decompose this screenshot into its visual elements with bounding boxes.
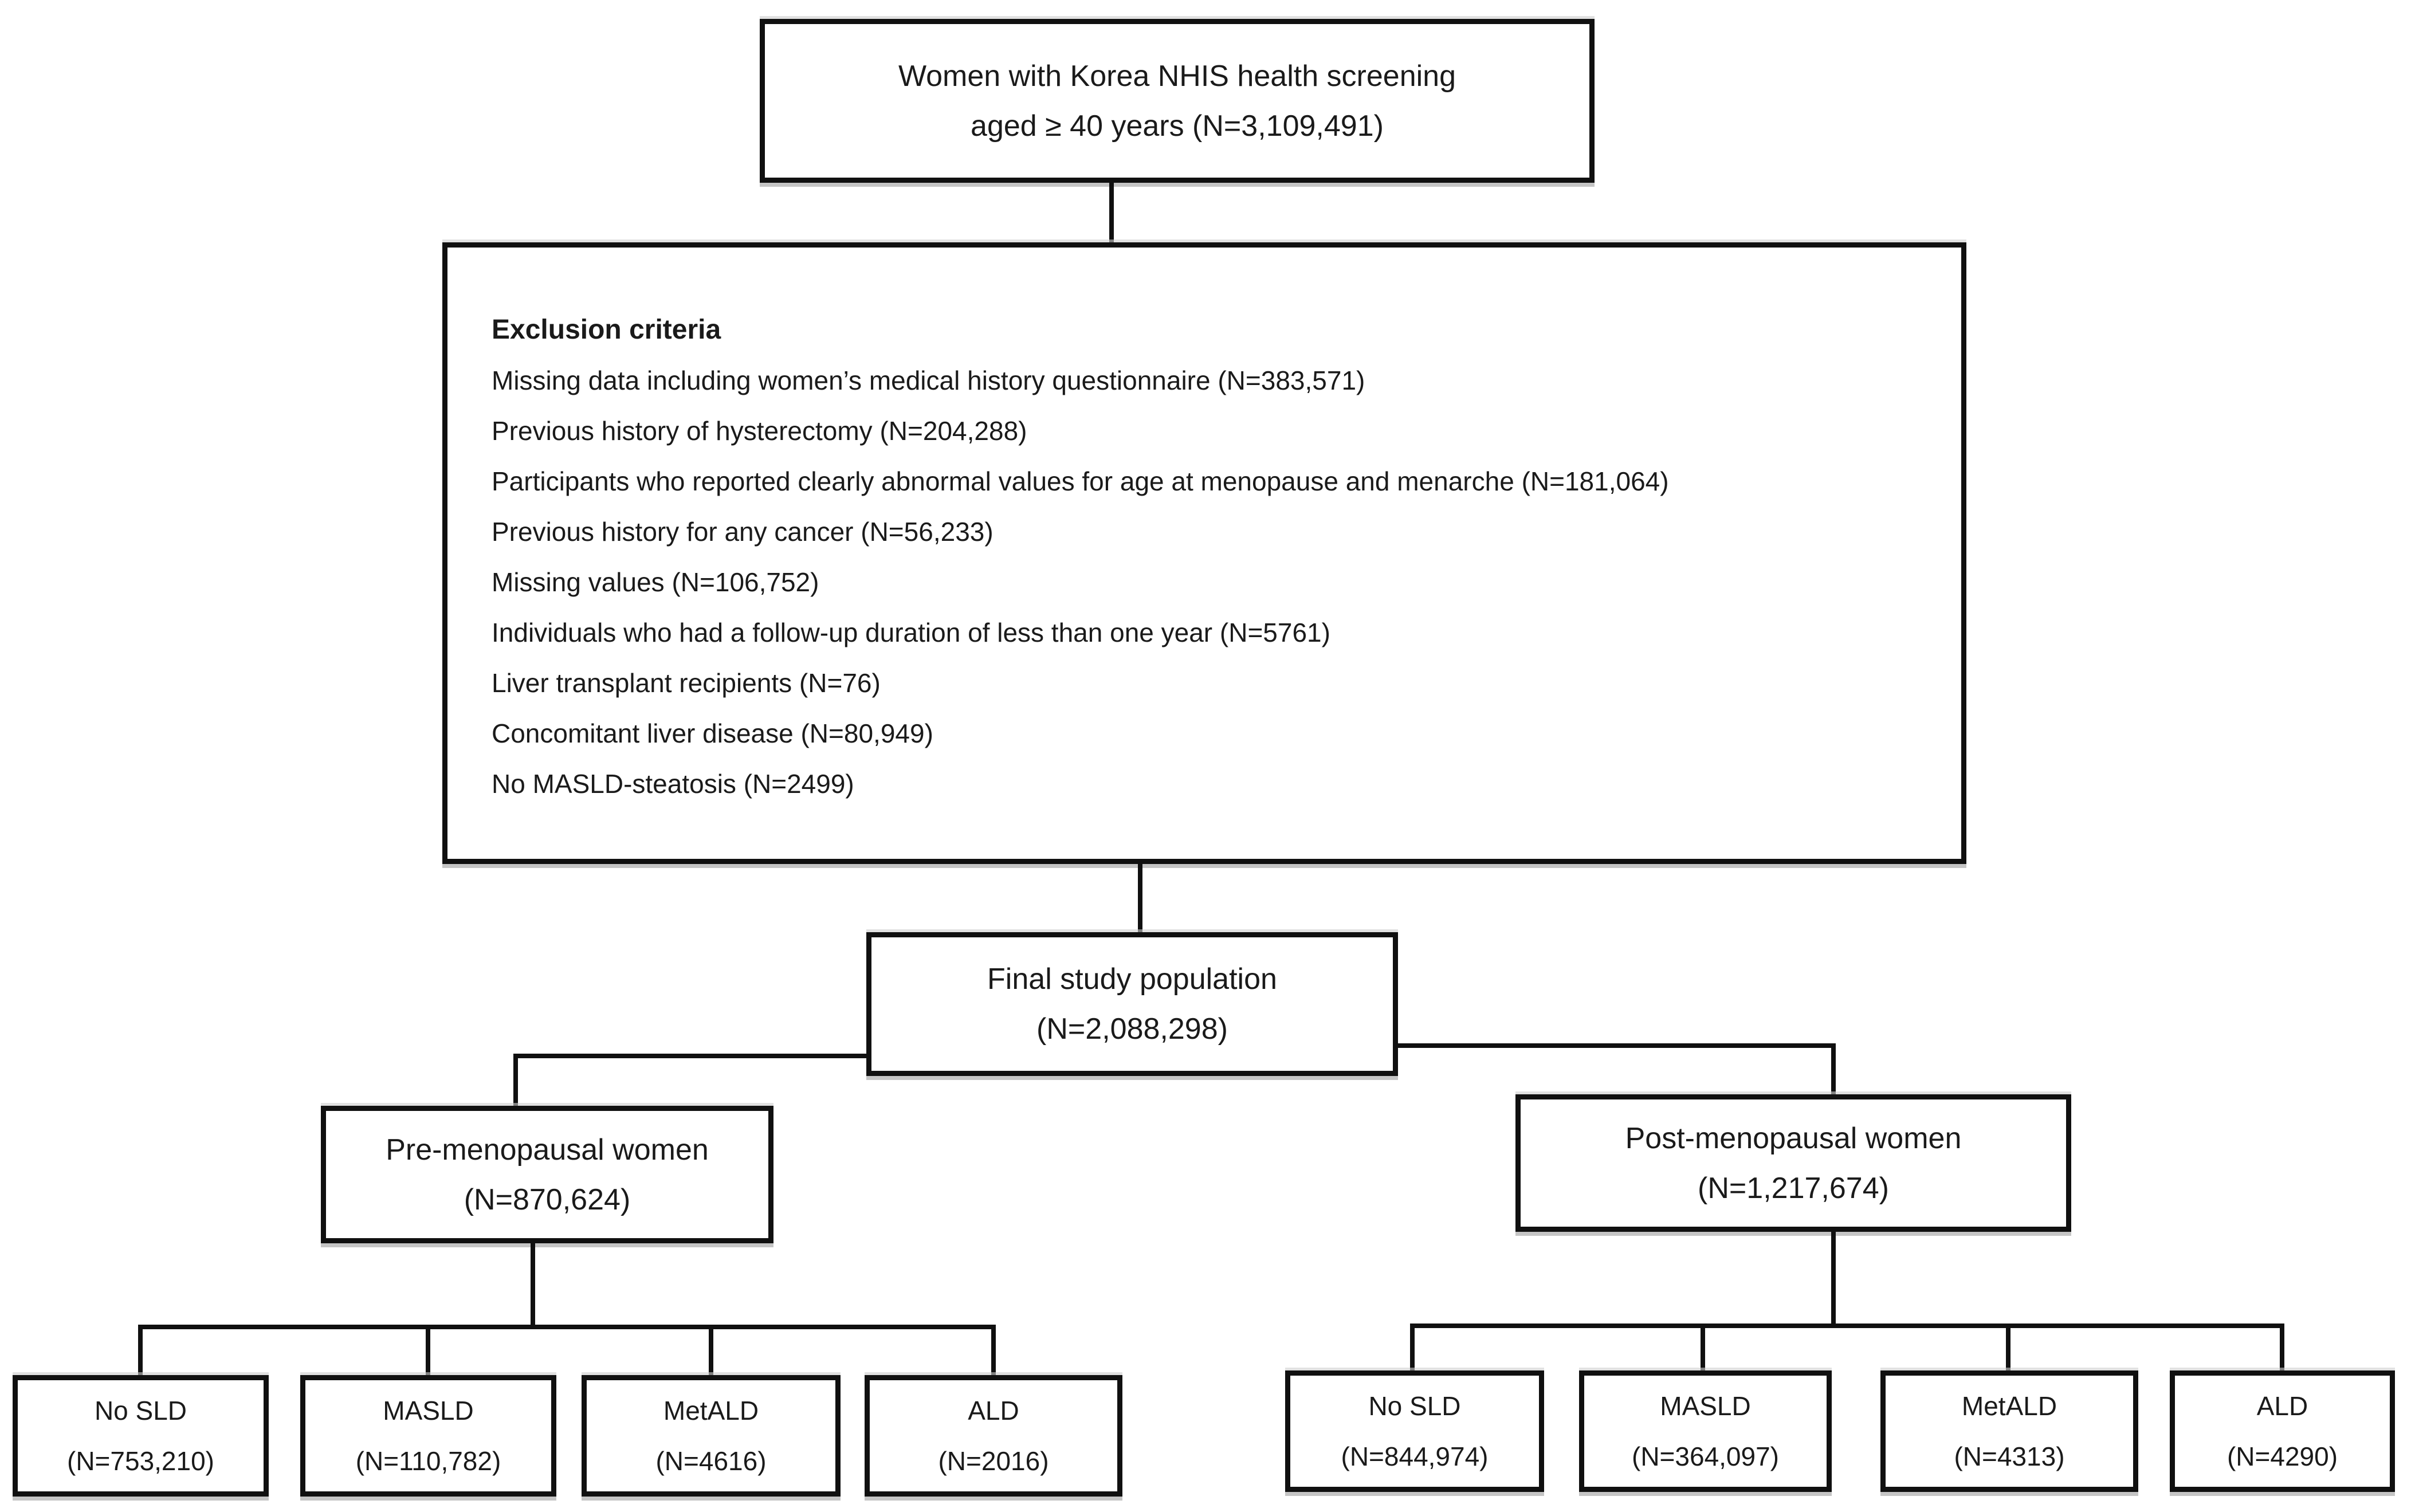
- connector-rail-to-post-masld: [1701, 1324, 1705, 1373]
- node-post-metald: MetALD (N=4313): [1880, 1370, 2138, 1492]
- node-post-no-sld: No SLD (N=844,974): [1285, 1370, 1544, 1492]
- node-pre-ald: ALD (N=2016): [865, 1375, 1122, 1497]
- source-population-line1: Women with Korea NHIS health screening: [898, 59, 1456, 93]
- node-pre-no-sld: No SLD (N=753,210): [13, 1375, 269, 1497]
- post-menopausal-line1: Post-menopausal women: [1625, 1121, 1962, 1155]
- post-ald-n: (N=4290): [2226, 1442, 2338, 1471]
- post-no-sld-label: No SLD: [1368, 1391, 1461, 1421]
- connector-final-to-pre-vertical: [513, 1054, 518, 1108]
- pre-metald-label: MetALD: [663, 1396, 759, 1425]
- exclusion-item: No MASLD-steatosis (N=2499): [492, 769, 854, 799]
- post-no-sld-n: (N=844,974): [1341, 1442, 1489, 1471]
- node-source-population: Women with Korea NHIS health screening a…: [760, 19, 1595, 183]
- connector-rail-to-pre-no-sld: [138, 1325, 143, 1377]
- connector-rail-to-pre-metald: [709, 1325, 713, 1377]
- source-population-line2: aged ≥ 40 years (N=3,109,491): [971, 109, 1384, 143]
- exclusion-item: Concomitant liver disease (N=80,949): [492, 718, 933, 748]
- rail-post-children: [1410, 1324, 2284, 1328]
- post-menopausal-line2: (N=1,217,674): [1698, 1171, 1889, 1205]
- post-masld-label: MASLD: [1660, 1391, 1751, 1421]
- connector-final-to-pre-horizontal: [513, 1054, 869, 1058]
- pre-no-sld-label: No SLD: [94, 1396, 187, 1425]
- connector-rail-to-post-ald: [2280, 1324, 2284, 1373]
- final-population-line2: (N=2,088,298): [1036, 1012, 1228, 1046]
- post-metald-n: (N=4313): [1954, 1442, 2065, 1471]
- connector-post-to-rail: [1831, 1230, 1836, 1326]
- pre-menopausal-line1: Pre-menopausal women: [386, 1133, 709, 1167]
- pre-ald-label: ALD: [968, 1396, 1019, 1425]
- post-ald-label: ALD: [2256, 1391, 2308, 1421]
- connector-rail-to-post-no-sld: [1410, 1324, 1415, 1373]
- connector-final-to-post-horizontal: [1396, 1043, 1836, 1048]
- connector-rail-to-post-metald: [2006, 1324, 2010, 1373]
- post-masld-n: (N=364,097): [1632, 1442, 1779, 1471]
- connector-pre-to-rail: [531, 1241, 535, 1327]
- exclusion-item: Missing data including women’s medical h…: [492, 366, 1365, 395]
- connector-rail-to-pre-masld: [426, 1325, 430, 1377]
- post-metald-label: MetALD: [1961, 1391, 2057, 1421]
- pre-metald-n: (N=4616): [655, 1446, 767, 1476]
- node-post-ald: ALD (N=4290): [2170, 1370, 2395, 1492]
- node-final-population: Final study population (N=2,088,298): [866, 932, 1398, 1076]
- pre-menopausal-line2: (N=870,624): [464, 1183, 631, 1216]
- node-post-menopausal: Post-menopausal women (N=1,217,674): [1515, 1094, 2071, 1232]
- exclusion-item: Previous history for any cancer (N=56,23…: [492, 517, 994, 547]
- connector-rail-to-pre-ald: [991, 1325, 996, 1377]
- final-population-line1: Final study population: [987, 963, 1277, 996]
- pre-ald-n: (N=2016): [938, 1446, 1049, 1476]
- pre-masld-n: (N=110,782): [355, 1446, 501, 1476]
- node-exclusion-criteria: Exclusion criteria Missing data includin…: [442, 242, 1966, 864]
- connector-final-to-post-vertical: [1831, 1043, 1836, 1097]
- connector-exclusion-to-final: [1138, 862, 1142, 934]
- connector-top-to-exclusion: [1109, 180, 1114, 245]
- exclusion-item: Participants who reported clearly abnorm…: [492, 466, 1669, 496]
- pre-no-sld-n: (N=753,210): [67, 1446, 214, 1476]
- exclusion-item: Missing values (N=106,752): [492, 567, 819, 597]
- exclusion-item: Previous history of hysterectomy (N=204,…: [492, 416, 1027, 446]
- exclusion-title: Exclusion criteria: [492, 315, 721, 345]
- pre-masld-label: MASLD: [383, 1396, 474, 1425]
- rail-pre-children: [138, 1325, 996, 1329]
- exclusion-item: Individuals who had a follow-up duration…: [492, 618, 1330, 647]
- node-post-masld: MASLD (N=364,097): [1579, 1370, 1832, 1492]
- node-pre-masld: MASLD (N=110,782): [300, 1375, 556, 1497]
- exclusion-item: Liver transplant recipients (N=76): [492, 668, 881, 698]
- node-pre-menopausal: Pre-menopausal women (N=870,624): [321, 1106, 773, 1243]
- node-pre-metald: MetALD (N=4616): [582, 1375, 841, 1497]
